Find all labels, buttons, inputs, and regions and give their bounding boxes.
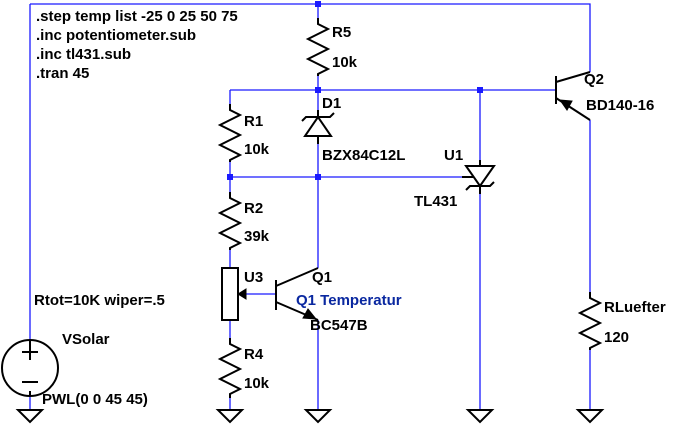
label-u1-value: TL431 (414, 193, 457, 210)
label-rluefter-name: RLuefter (604, 299, 666, 316)
label-u3-name: U3 (244, 269, 263, 286)
transistor-q1 (275, 267, 319, 321)
label-r2-name: R2 (244, 200, 263, 217)
resistor-r2 (217, 192, 243, 250)
shunt-regulator-u1 (462, 160, 496, 194)
potentiometer-u3 (221, 267, 247, 321)
label-q1-name: Q1 (312, 269, 332, 286)
directive-inc-pot: .inc potentiometer.sub (36, 27, 196, 44)
label-u1-name: U1 (444, 147, 463, 164)
ground-vsolar-icon (15, 409, 45, 424)
resistor-rluefter (577, 292, 603, 350)
ground-symbols (15, 409, 605, 424)
label-u3-value: Rtot=10K wiper=.5 (34, 292, 165, 309)
directive-inc-tl431: .inc tl431.sub (36, 46, 131, 63)
wires (29, 3, 591, 410)
ground-rluefter-icon (575, 409, 605, 424)
label-d1-value: BZX84C12L (322, 147, 405, 164)
label-q2-name: Q2 (584, 71, 604, 88)
junctions (227, 1, 483, 180)
label-r1-value: 10k (244, 141, 270, 158)
zener-diode-d1 (301, 110, 335, 144)
transistor-q2 (555, 71, 591, 121)
label-q1-netlabel: Q1 Temperatur (296, 292, 402, 309)
junction-top (315, 1, 321, 7)
voltage-source-vsolar (1, 339, 59, 397)
junction-rail-u1 (477, 87, 483, 93)
directive-step: .step temp list -25 0 25 50 75 (36, 8, 238, 25)
spice-directives: .step temp list -25 0 25 50 75 .inc pote… (36, 8, 238, 82)
junction-r5-d1 (315, 87, 321, 93)
label-q2-value: BD140-16 (586, 97, 654, 114)
junction-r1-r2 (227, 174, 233, 180)
label-r5-name: R5 (332, 24, 351, 41)
label-q1-value: BC547B (310, 317, 368, 334)
label-vsolar-name: VSolar (62, 331, 110, 348)
wire-top-rail (30, 3, 591, 72)
junction-d1-ref (315, 174, 321, 180)
label-r5-value: 10k (332, 54, 358, 71)
ground-q1-icon (303, 409, 333, 424)
resistor-r1 (217, 104, 243, 162)
label-rluefter-value: 120 (604, 329, 629, 346)
label-d1-name: D1 (322, 95, 341, 112)
label-r4-value: 10k (244, 375, 270, 392)
directive-tran: .tran 45 (36, 65, 89, 82)
resistor-r4 (217, 338, 243, 398)
label-vsolar-value: PWL(0 0 45 45) (42, 391, 148, 408)
ground-r4-icon (215, 409, 245, 424)
ground-u1-icon (465, 409, 495, 424)
resistor-r5 (305, 18, 331, 76)
label-r4-name: R4 (244, 346, 264, 363)
label-r2-value: 39k (244, 228, 270, 245)
component-labels: R5 10k D1 BZX84C12L R1 10k R2 39k U1 TL4… (34, 24, 666, 408)
label-r1-name: R1 (244, 113, 263, 130)
